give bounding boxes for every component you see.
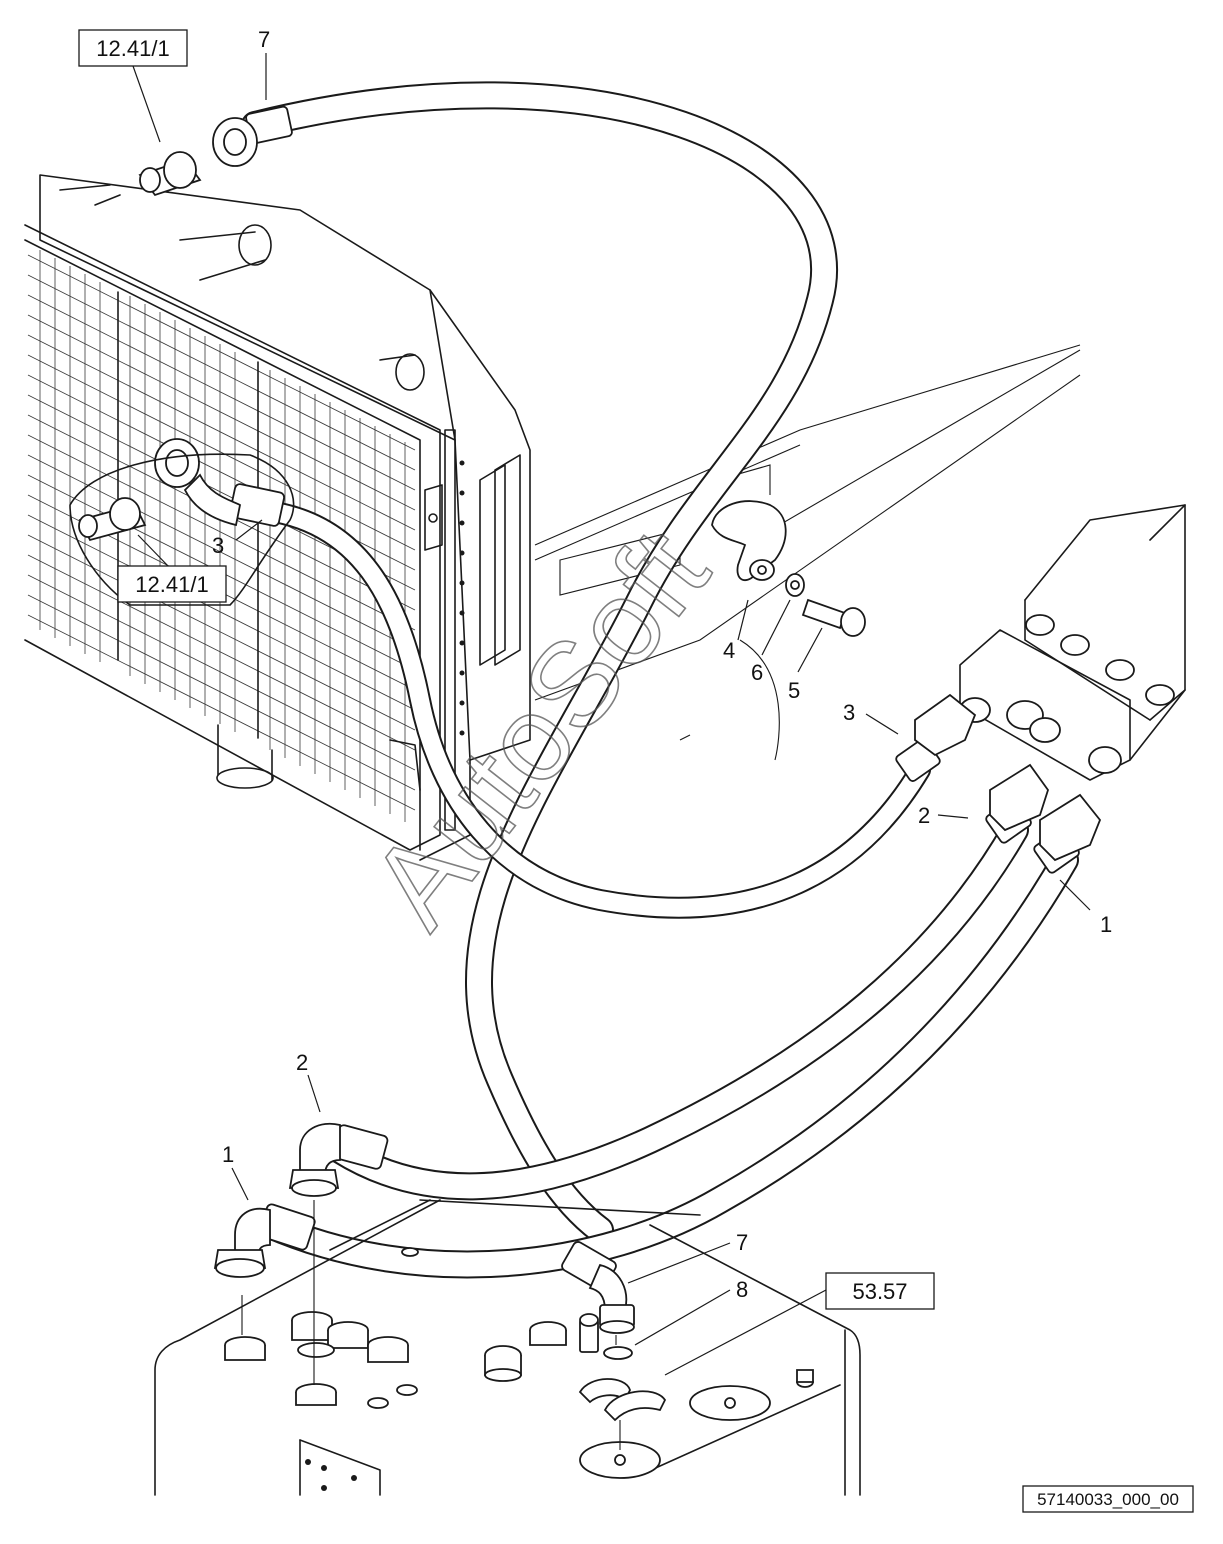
- tank-plate: [305, 1459, 357, 1491]
- callout-numbers: 7 3 3 2 1 4 6 5 2 1 7 8: [212, 27, 1112, 1302]
- callout-4: 4: [723, 638, 735, 663]
- hose-1: [256, 846, 1079, 1279]
- document-id: 57140033_000_00: [1037, 1490, 1179, 1509]
- callout-6: 6: [751, 660, 763, 685]
- hose-7: [241, 81, 839, 1244]
- callout-7-bottom: 7: [736, 1230, 748, 1255]
- hose-2: [326, 816, 1029, 1201]
- radiator-assembly: [24, 174, 531, 861]
- callout-5: 5: [788, 678, 800, 703]
- reference-label: 12.41/1: [96, 36, 169, 61]
- reference-box-top: 12.41/1: [78, 29, 188, 67]
- reference-box-tank: 53.57: [825, 1272, 935, 1310]
- tank-ports: [224, 1247, 814, 1479]
- callout-2-bottom: 2: [296, 1050, 308, 1075]
- callout-8: 8: [736, 1277, 748, 1302]
- callout-1-right: 1: [1100, 912, 1112, 937]
- hydraulic-tank: [154, 1199, 861, 1496]
- reference-label: 12.41/1: [135, 572, 208, 597]
- hose-clamp: [711, 500, 866, 637]
- callout-7-top: 7: [258, 27, 270, 52]
- reference-label: 53.57: [852, 1279, 907, 1304]
- reference-callout-mid: 12.41/1: [69, 453, 295, 606]
- strip-holes: [459, 460, 465, 736]
- document-id-box: 57140033_000_00: [1022, 1485, 1194, 1513]
- radiator-grille: [27, 250, 416, 822]
- valve-block: [959, 504, 1186, 781]
- callout-2-right: 2: [918, 803, 930, 828]
- hose-end-fittings: [138, 105, 1102, 1334]
- callout-3-left: 3: [212, 533, 224, 558]
- callout-1-bottom: 1: [222, 1142, 234, 1167]
- callout-3-right: 3: [843, 700, 855, 725]
- hose-3: [249, 499, 931, 919]
- valve-fittings: [959, 614, 1175, 774]
- callout-leaders: [132, 53, 1091, 1376]
